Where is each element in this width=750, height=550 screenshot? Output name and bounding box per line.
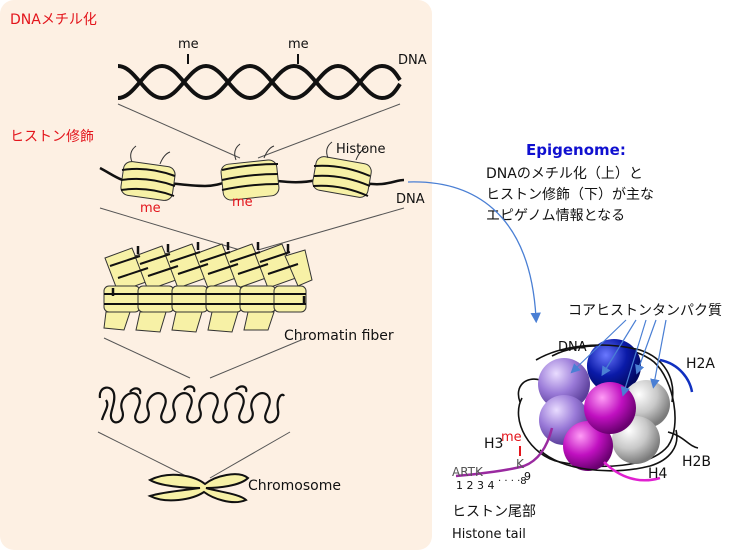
chromatin-loops-illustration xyxy=(98,385,285,424)
histone-tail-label-en: Histone tail xyxy=(452,527,526,542)
zoom-arrow xyxy=(407,181,541,324)
core-histone-label: コアヒストンタンパク質 xyxy=(568,303,722,319)
histone-label: Histone xyxy=(336,142,385,157)
core-histone-pointer-arrows xyxy=(570,319,667,397)
epigenome-line-3: エピゲノム情報となる xyxy=(486,208,625,224)
chromatin-fiber-illustration xyxy=(103,242,313,333)
chromatin-fiber-label: Chromatin fiber xyxy=(284,328,394,344)
projection-lines-lower xyxy=(103,337,307,379)
projection-lines-bottom xyxy=(97,431,291,479)
nucleosome-model xyxy=(455,339,699,482)
chromosome-illustration xyxy=(147,473,250,504)
epigenome-title: Epigenome: xyxy=(526,141,626,159)
histone-tail-label-jp: ヒストン尾部 xyxy=(452,504,536,520)
dna-label-mid: DNA xyxy=(396,192,425,207)
h3-label: H3 xyxy=(484,436,503,452)
tail-numbers: 1 2 3 4 xyxy=(456,479,494,492)
h4-label: H4 xyxy=(648,466,668,482)
tail-dots: · · · ·8 xyxy=(498,476,527,487)
h2a-label: H2A xyxy=(686,356,715,372)
dna-double-helix xyxy=(117,63,402,101)
chromosome-label: Chromosome xyxy=(248,478,341,494)
methyl-tick-marks xyxy=(187,54,299,64)
nucleosome-2 xyxy=(220,143,280,201)
projection-lines-top xyxy=(117,103,401,159)
tail-k9: K xyxy=(516,457,525,471)
nucleosome-dna-label: DNA xyxy=(558,340,587,355)
nucleosome-1 xyxy=(120,145,176,201)
epigenome-line-2: ヒストン修飾（下）が主な xyxy=(486,187,654,203)
section-histone-modification-title: ヒストン修飾 xyxy=(10,129,94,145)
nucleosome-3 xyxy=(312,141,372,198)
methyl-label-1: me xyxy=(178,37,199,52)
histone-methyl-label-1: me xyxy=(140,201,161,216)
section-dna-methylation-title: DNAメチル化 xyxy=(10,12,97,28)
h2b-label: H2B xyxy=(682,454,711,470)
h3-methyl-label: me xyxy=(501,430,522,445)
epigenome-line-1: DNAのメチル化（上）と xyxy=(486,166,643,182)
histone-methyl-label-2: me xyxy=(232,195,253,210)
dna-label-top: DNA xyxy=(398,53,427,68)
tail-nine: 9 xyxy=(524,470,531,483)
methyl-label-2: me xyxy=(288,37,309,52)
tail-sequence: ARTK xyxy=(452,465,484,479)
projection-lines-mid xyxy=(99,207,405,251)
